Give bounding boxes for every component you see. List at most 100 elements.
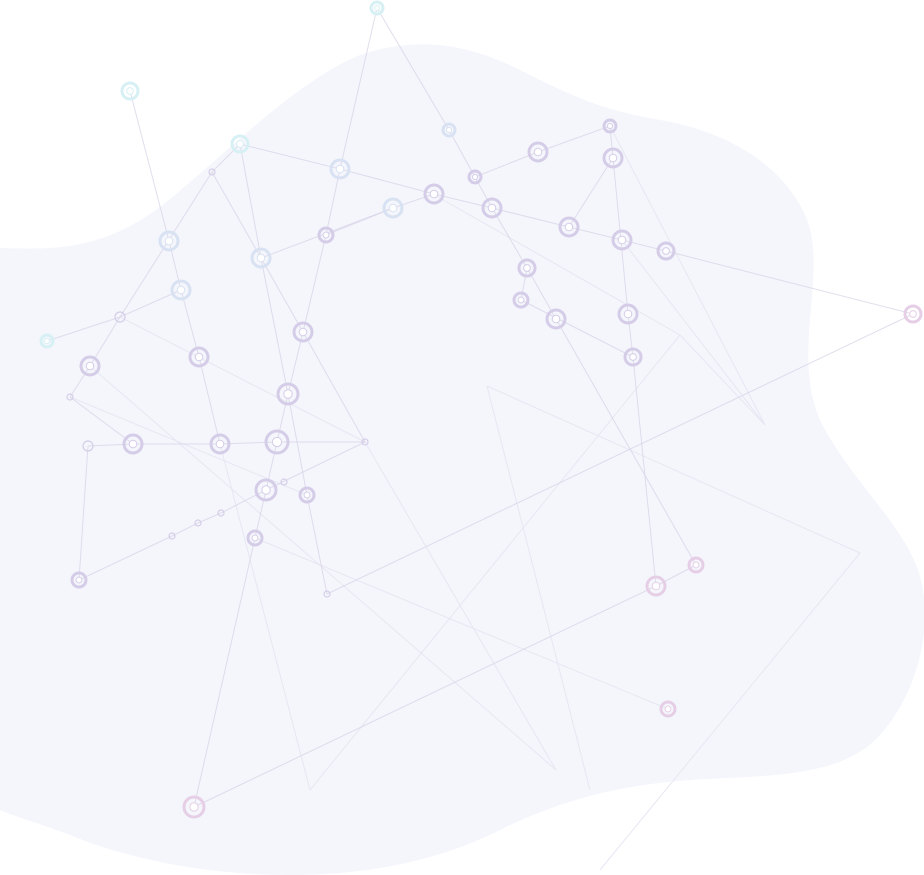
faint-connection-line — [89, 365, 557, 771]
ring-node-icon — [361, 438, 369, 446]
ring-node-icon — [441, 122, 457, 138]
connection-line — [46, 316, 121, 342]
ring-node-icon — [687, 556, 705, 574]
ring-node-icon — [382, 197, 404, 219]
ring-node-icon — [194, 519, 202, 527]
ring-node-icon — [558, 216, 580, 238]
faint-connection-line — [432, 193, 681, 336]
connection-line — [211, 171, 262, 259]
connection-line — [260, 257, 304, 333]
connection-line — [239, 143, 262, 259]
ring-node-icon — [254, 478, 278, 502]
ring-node-icon — [39, 333, 55, 349]
connection-line — [198, 356, 221, 445]
ring-node-icon — [209, 433, 231, 455]
connection-line — [665, 250, 914, 315]
connection-line — [78, 535, 173, 581]
ring-node-icon — [82, 440, 94, 452]
ring-node-icon — [246, 529, 264, 547]
ring-node-icon — [602, 118, 618, 134]
connection-line — [193, 585, 657, 808]
faint-connection-line — [486, 385, 591, 791]
connection-line — [491, 207, 528, 269]
ring-node-icon — [182, 795, 206, 819]
connection-line — [239, 143, 341, 170]
background-blob — [0, 44, 924, 875]
connection-line — [392, 193, 435, 209]
ring-node-icon — [903, 304, 923, 324]
connection-line — [474, 151, 539, 178]
node-layer — [39, 0, 923, 819]
ring-node-icon — [323, 590, 331, 598]
connection-line — [520, 267, 528, 301]
connection-line — [119, 289, 182, 318]
connection-line-layer — [46, 7, 914, 808]
ring-node-icon — [512, 291, 530, 309]
connection-line — [632, 356, 657, 587]
ring-node-icon — [122, 433, 144, 455]
ring-node-icon — [545, 308, 567, 330]
ring-node-icon — [611, 229, 633, 251]
ring-node-icon — [298, 486, 316, 504]
ring-node-icon — [517, 258, 537, 278]
connection-line — [339, 7, 378, 170]
connection-line — [119, 171, 213, 318]
connection-line — [302, 234, 327, 333]
connection-line — [265, 441, 366, 491]
faint-connection-line — [609, 125, 766, 426]
connection-line — [129, 90, 170, 242]
ring-node-icon — [120, 81, 140, 101]
ring-node-icon — [250, 247, 272, 269]
ring-node-icon — [617, 303, 639, 325]
ring-node-icon — [623, 347, 643, 367]
ring-node-icon — [217, 509, 225, 517]
connection-line — [491, 207, 570, 228]
connection-line — [325, 168, 341, 236]
ring-node-icon — [158, 230, 180, 252]
ring-node-icon — [168, 532, 176, 540]
ring-node-icon — [230, 134, 250, 154]
ring-node-icon — [602, 147, 624, 169]
connection-line — [197, 512, 222, 524]
ring-node-icon — [114, 311, 126, 323]
connection-line — [555, 318, 697, 566]
faint-connection-line — [364, 441, 557, 771]
connection-line — [520, 299, 634, 358]
ring-node-icon — [659, 700, 677, 718]
faint-connection-line — [309, 334, 681, 791]
ring-node-icon — [66, 393, 74, 401]
connection-line — [376, 7, 450, 131]
ring-node-icon — [79, 355, 101, 377]
ring-node-icon — [467, 169, 483, 185]
faint-connection-line — [254, 537, 669, 710]
ring-node-icon — [369, 0, 385, 16]
ring-node-icon — [645, 575, 667, 597]
ring-node-icon — [264, 429, 290, 455]
ring-node-icon — [208, 168, 216, 176]
ring-node-icon — [656, 241, 676, 261]
connection-line — [302, 331, 366, 443]
connection-line — [78, 445, 89, 581]
connection-line — [339, 168, 435, 195]
ring-node-icon — [329, 158, 351, 180]
faint-connection-line — [486, 385, 861, 554]
connection-line — [220, 489, 267, 514]
ring-node-icon — [292, 321, 314, 343]
faint-connection-line — [599, 552, 861, 871]
connection-line — [193, 537, 256, 808]
ring-node-icon — [188, 346, 210, 368]
faint-connection-line — [621, 239, 766, 426]
connection-line — [171, 522, 199, 537]
ring-node-icon — [70, 571, 88, 589]
ring-node-icon — [423, 183, 445, 205]
connection-line — [306, 494, 328, 595]
connection-line — [326, 313, 914, 595]
ring-node-icon — [276, 382, 300, 406]
ring-node-icon — [481, 197, 503, 219]
faint-connection-line — [219, 443, 311, 791]
connection-line — [180, 289, 200, 358]
faint-connection-line — [119, 316, 366, 443]
ring-node-icon — [527, 141, 549, 163]
